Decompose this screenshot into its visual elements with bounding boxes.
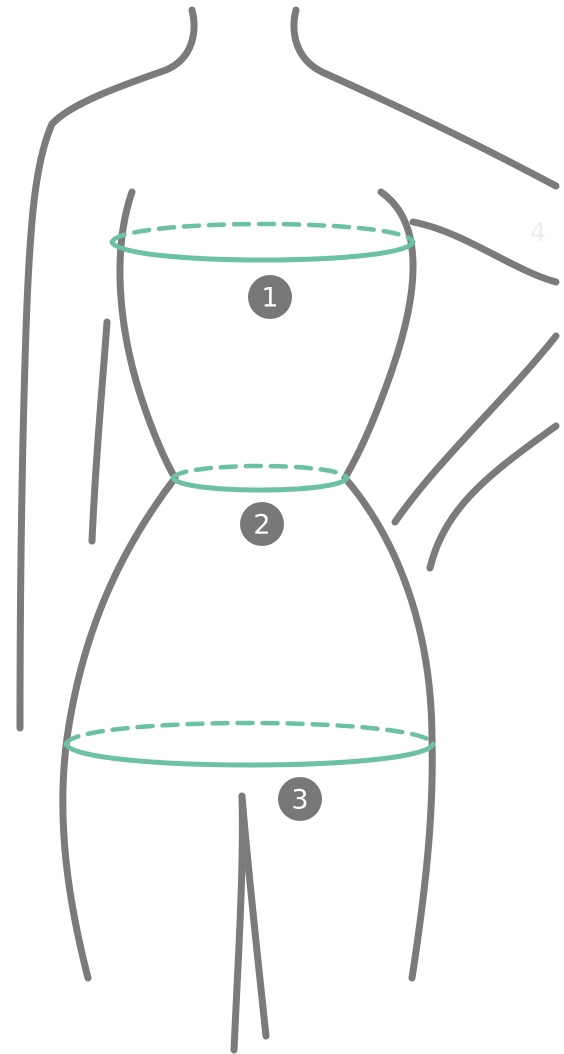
waist-marker: 2 bbox=[240, 502, 284, 546]
waist-marker-number: 2 bbox=[253, 510, 270, 541]
bust-marker-number: 1 bbox=[261, 283, 278, 314]
bust-marker: 1 bbox=[248, 275, 292, 319]
neck-left-outline bbox=[52, 10, 194, 124]
body-silhouette bbox=[20, 10, 556, 1050]
bust-line-front bbox=[112, 242, 413, 260]
inner-thigh-left-outline bbox=[234, 796, 242, 1050]
waist-line-front bbox=[173, 478, 347, 490]
hips-line-front bbox=[66, 744, 433, 765]
inner-thigh-right-outline bbox=[242, 796, 266, 1036]
waist-line-back bbox=[173, 466, 347, 478]
torso-left-outline bbox=[63, 192, 175, 978]
right-forearm-outer-outline bbox=[430, 426, 556, 568]
neck-right-outline bbox=[294, 10, 556, 186]
torso-right-outline bbox=[345, 192, 432, 978]
left-arm-outer-outline bbox=[20, 124, 52, 728]
hips-marker-number: 3 bbox=[291, 785, 308, 816]
arm-marker-faint-number: 4 bbox=[530, 218, 547, 248]
left-arm-inner-outline bbox=[92, 322, 107, 541]
bust-line-back bbox=[112, 224, 413, 242]
hips-marker: 3 bbox=[278, 777, 322, 821]
hips-line-back bbox=[66, 723, 433, 744]
